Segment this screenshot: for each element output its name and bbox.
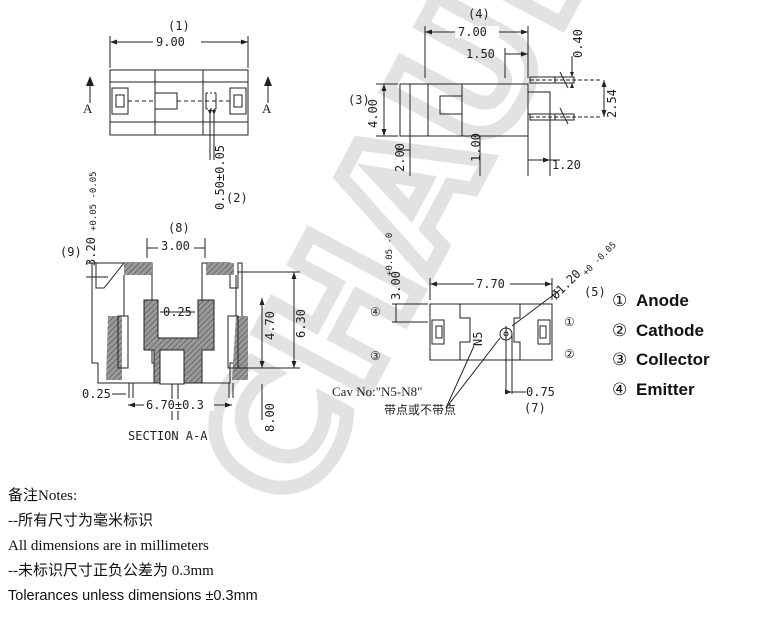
callout-3: (3) (348, 93, 370, 107)
notes-title: 备注Notes: (8, 488, 78, 504)
dim-1-50: 1.50 (466, 47, 495, 61)
legend-name-emitter: Emitter (636, 379, 695, 399)
legend-name-anode: Anode (636, 291, 689, 310)
dim-6-30: 6.30 (294, 309, 308, 338)
dim-3-00-v-tol: +0.05 -0 (385, 233, 395, 276)
notes-line-2: All dimensions are in millimeters (8, 538, 209, 554)
side-view: (4) 7.00 1.50 0.40 2.54 (348, 7, 619, 176)
callout-4: (4) (468, 7, 490, 21)
notes-line-3: --未标识尺寸正负公差为 0.3mm (8, 563, 214, 579)
technical-drawing: (1) 9.00 0.50±0.05 (2) A A (60, 7, 619, 443)
legend-name-collector: Collector (636, 350, 710, 369)
callout-1: (1) (168, 19, 190, 33)
dim-1-20: 1.20 (552, 158, 581, 172)
part-mark: N5 (471, 332, 485, 346)
dim-8-00: 8.00 (263, 403, 277, 432)
callout-7: (7) (524, 401, 546, 415)
pin-mark-4: ④ (370, 305, 381, 319)
legend-name-cathode: Cathode (636, 320, 704, 340)
dim-dia-tol: +0 -0.05 (581, 240, 619, 278)
cavity-number: Cav No:"N5-N8" (332, 384, 422, 399)
callout-5: (5) (584, 285, 606, 299)
callout-8: (8) (168, 221, 190, 235)
section-mark-left: A (83, 101, 93, 116)
lead-view: 7.70 N5 Ø1.20 +0 -0.05 (5) 3.00 +0.05 -0… (332, 233, 619, 417)
section-view: (8) 3.00 (9) 3.20 +0.05 -0.05 0 (60, 171, 308, 443)
legend-row-anode: ① Anode (612, 286, 710, 316)
legend-mark-2: ② (612, 320, 628, 340)
pin-mark-3: ③ (370, 349, 381, 363)
legend-row-cathode: ② Cathode (612, 316, 710, 346)
dim-4-00: 4.00 (366, 99, 380, 128)
dim-6-70: 6.70±0.3 (146, 398, 204, 412)
pin-legend: ① Anode ② Cathode ③ Collector ④ Emitter (612, 286, 710, 404)
dim-0-50: 0.50±0.05 (213, 145, 227, 210)
dim-7-70: 7.70 (476, 277, 505, 291)
legend-mark-4: ④ (612, 379, 628, 399)
section-label: SECTION A-A (128, 429, 208, 443)
dim-dia-1-20: Ø1.20 (548, 267, 583, 302)
dim-3-00-v: 3.00 (389, 271, 403, 300)
dim-3-20: 3.20 (84, 237, 98, 266)
dim-0-40: 0.40 (571, 29, 585, 58)
dim-4-70: 4.70 (263, 311, 277, 340)
legend-mark-3: ③ (612, 350, 628, 369)
dim-2-54: 2.54 (605, 89, 619, 118)
notes-block: 备注Notes: --所有尺寸为毫米标识 All dimensions are … (8, 484, 258, 609)
dot-note: 带点或不带点 (384, 403, 456, 417)
dim-2-00: 2.00 (393, 143, 407, 172)
legend-mark-1: ① (612, 291, 628, 310)
dim-9-00: 9.00 (156, 35, 185, 49)
pin-mark-1: ① (564, 315, 575, 329)
legend-row-emitter: ④ Emitter (612, 375, 710, 405)
dim-3-20-tol: +0.05 -0.05 (89, 171, 99, 231)
section-mark-right: A (262, 101, 272, 116)
notes-line-1: --所有尺寸为毫米标识 (8, 513, 153, 529)
dim-0-25-left: 0.25 (82, 387, 111, 401)
dim-3-00: 3.00 (161, 239, 190, 253)
top-view: (1) 9.00 0.50±0.05 (2) A A (83, 19, 272, 210)
pin-mark-2: ② (564, 347, 575, 361)
dim-0-75: 0.75 (526, 385, 555, 399)
dim-7-00: 7.00 (458, 25, 487, 39)
callout-2: (2) (226, 191, 248, 205)
dim-1-00: 1.00 (469, 133, 483, 162)
dim-0-25-inner: 0.25 (163, 305, 192, 319)
callout-9: (9) (60, 245, 82, 259)
legend-row-collector: ③ Collector (612, 345, 710, 375)
notes-line-4: Tolerances unless dimensions ±0.3mm (8, 588, 258, 604)
